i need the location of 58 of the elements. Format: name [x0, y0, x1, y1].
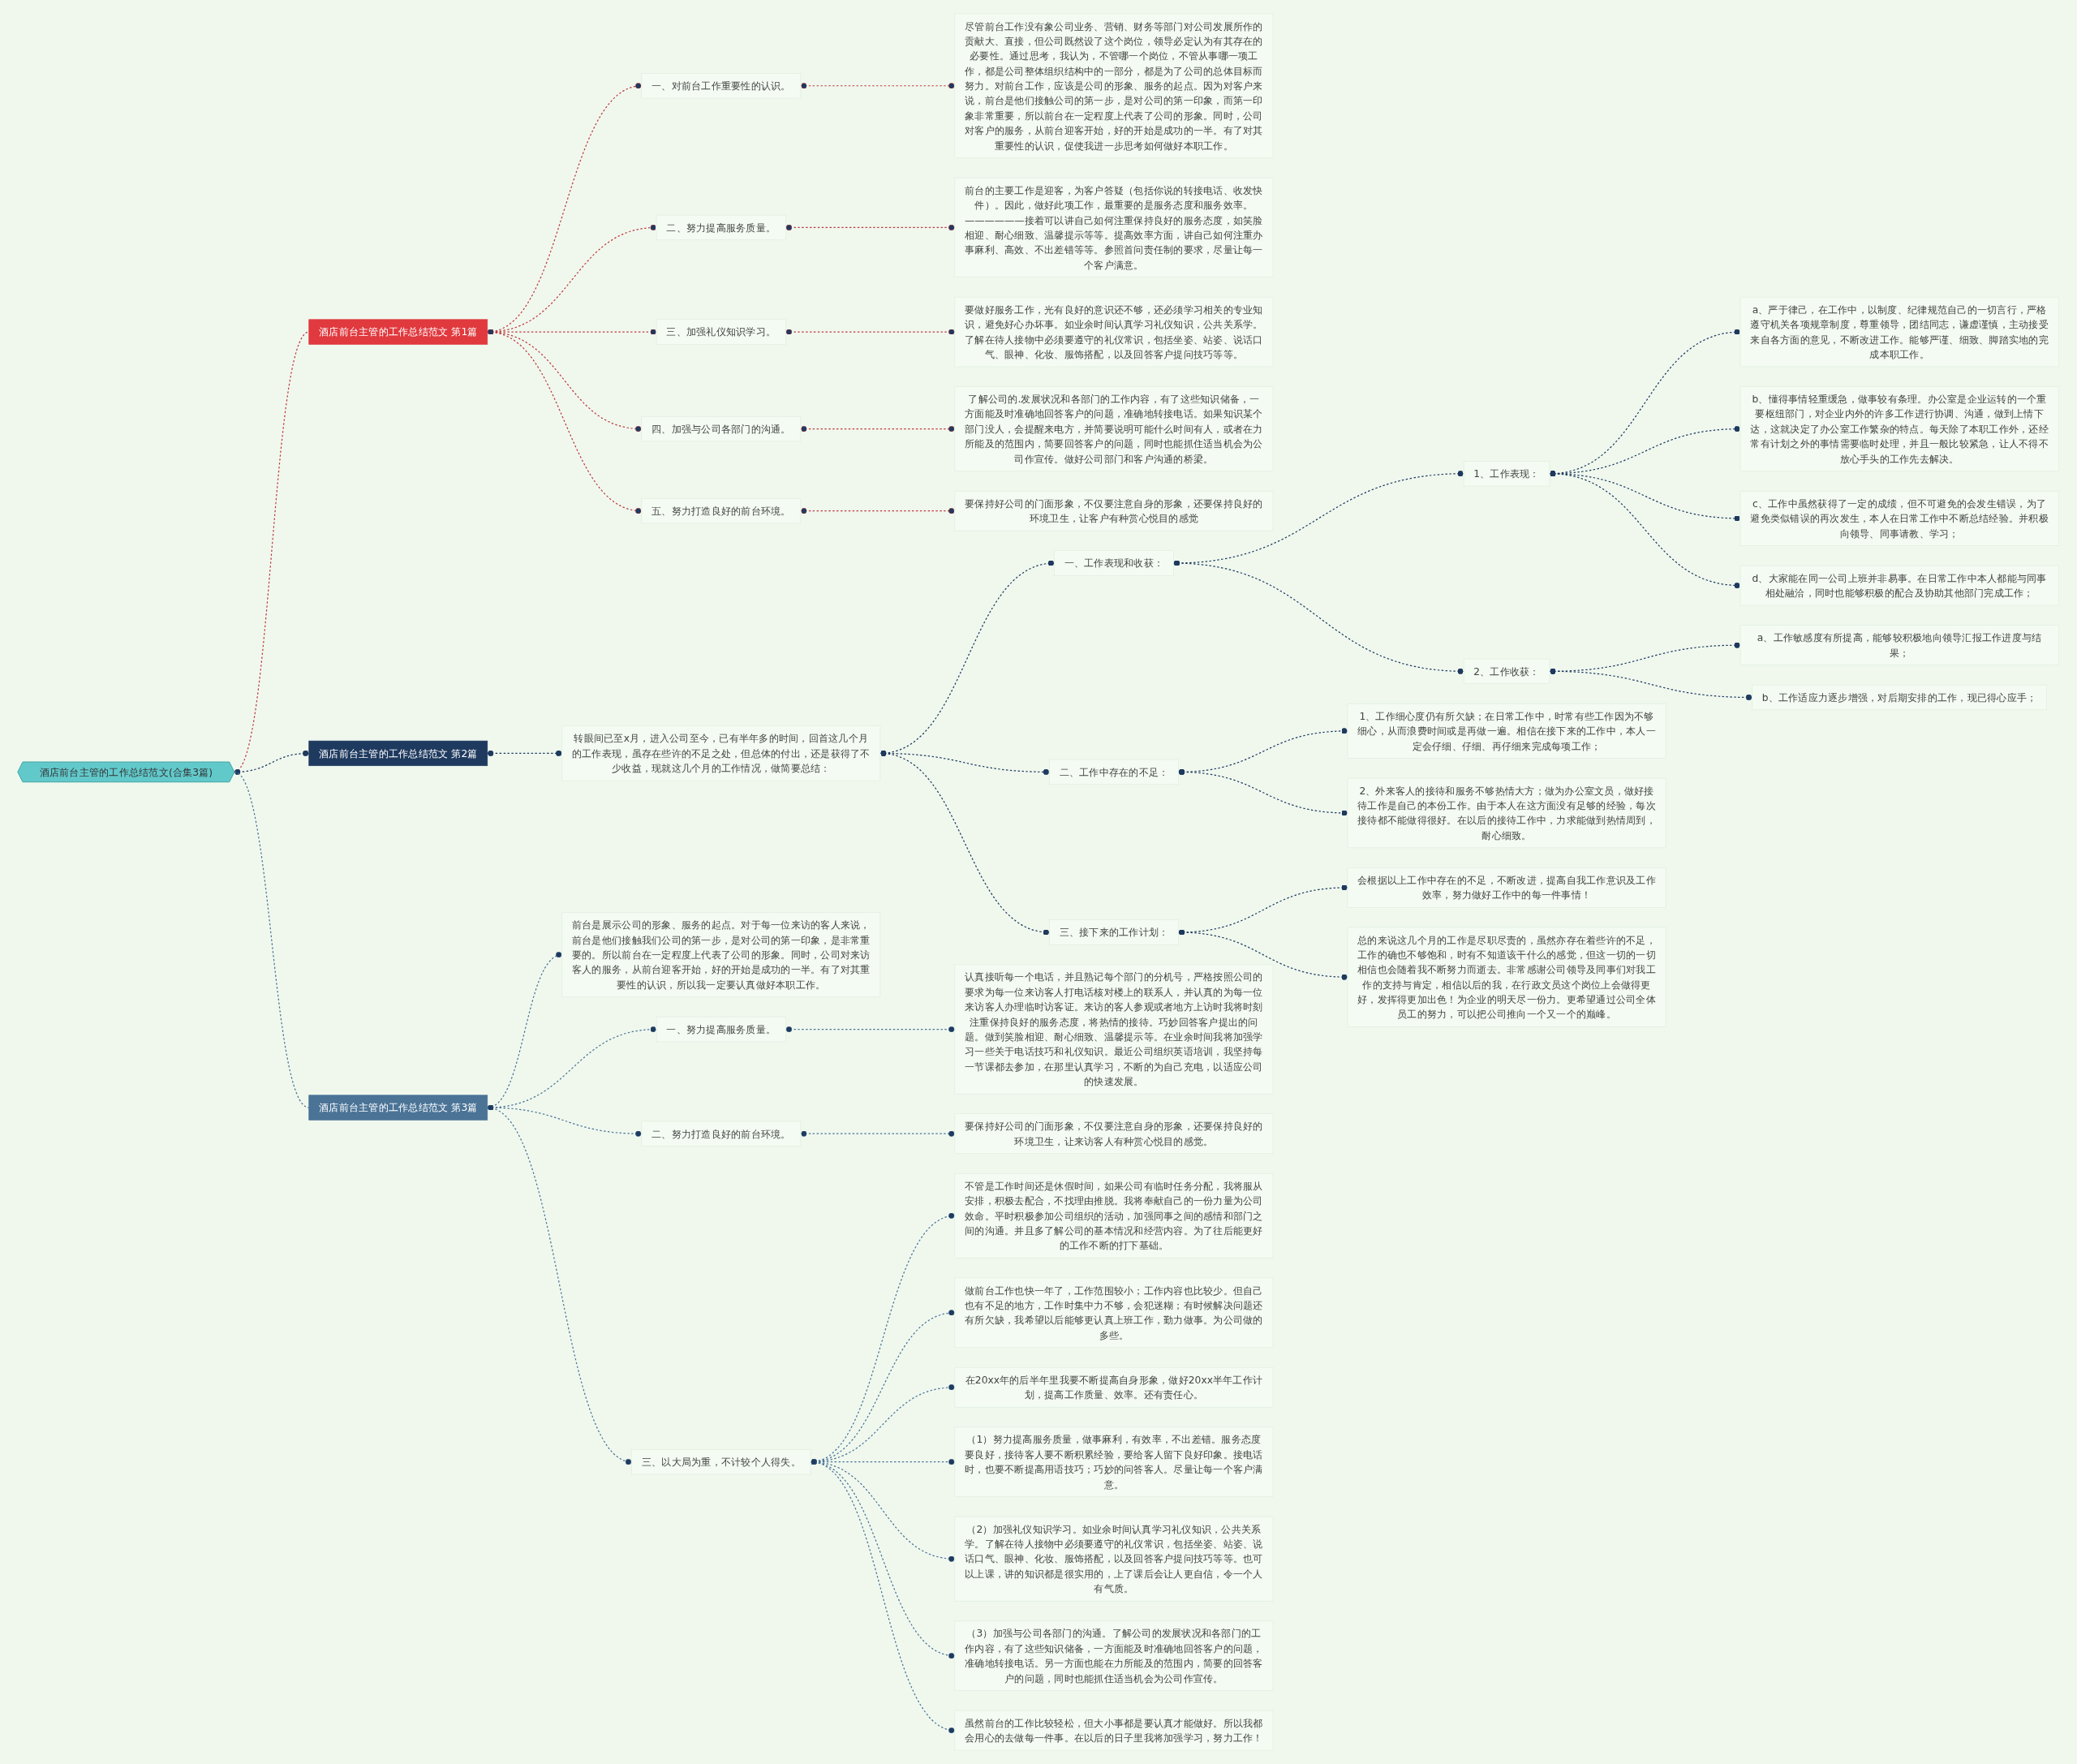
connector — [1178, 768, 1348, 816]
node-box — [954, 296, 1274, 368]
connector — [785, 224, 956, 231]
node-box — [641, 1121, 802, 1147]
connector — [810, 1460, 956, 1733]
node-box — [641, 415, 802, 442]
connector — [800, 425, 956, 432]
node-box — [641, 73, 802, 99]
node-box — [1740, 490, 2059, 546]
node-box — [1740, 625, 2059, 665]
connector — [785, 329, 956, 335]
node-box — [954, 1172, 1274, 1258]
node-box — [1740, 386, 2059, 471]
node-box — [954, 1516, 1274, 1602]
node-box — [1049, 919, 1180, 945]
node-box — [1348, 927, 1666, 1027]
node-box — [1049, 759, 1180, 785]
node-box — [1464, 461, 1550, 487]
node-box — [954, 13, 1274, 158]
node-box — [641, 498, 802, 524]
node-box — [656, 319, 787, 345]
node-box — [954, 1113, 1274, 1155]
node-box — [308, 1095, 488, 1121]
node-box — [1054, 550, 1175, 576]
connector — [234, 331, 310, 773]
mind-map-drawing: 酒店前台主管的工作总结范文(合集3篇) 酒店前台主管的工作总结范文 第1篇 一、对前台工作重要性的认识。 尽管前台工作没有象公司业务、营销、财务等部门对公司发展所作的贡献大、直接，但公司既然设了这个岗位，领导必定认为有其存在的必要性。通过思考，我认为，不管哪一个岗位，不管从事哪一项工作，都是公司整体组织结构中的一部分，都是为了公司的总体目标而努力。对前台工作，应该是公司的形象、服务的起点。因为对客户来说，前台是他们接触公司的第一步，是对公司的第一印象，而第一印象非常重要，所以前台在一定程度上代表了公司的形象。同时，公司对客户的服务，从前台迎客开始，好的开始是成功的一半。有了对其重要性的认识，促使我进一步思考如何做好本职工作。 二、努力提高服务质量。 前台的主要工作是迎客，为客户答疑（包括你说的转接电话、收发快件）。因此，做好此项工作，最重要的是服务态度和服务效率。——————接着可以讲自己如何注重保持良好的服务态度，如笑脸相迎、耐心细致、温馨提示等等。提高效率方面，讲自己如何注重办事麻利、高效、不出差错等等。参照首问责任制的要求，尽量让每一个客户满意。 三、加强礼仪知识学习。 要做好服务工作，光有良好的意识还不够，还必须学习相关的专业知识，避免好心办坏事。如业余时间认真学习礼仪知识，公共关系学。了解在待人接物中必须要遵守的礼仪常识，包括坐姿、站姿、说话口气、眼神、化妆、服饰搭配，以及回答客户提问技巧等等。 四、加强与公司各部门的沟通。 了解公司的.发展状况和各部门的工作内容，有了这些知识储备，一方面能及时准确地回答客户的问题，准确地转接电话。如果知识某个部门没人，会提醒来电方，并简要说明可能什么时间有人，或者在力所能及的范围内，简要回答客户的问题，同时也能抓住适当机会为公司作宣传。做好公司部门和客户沟通的桥梁。 五、努力打造良好的前台环境。 要保持好公司的门面形象，不仅要注意自身的形象，还要保持良好的环境卫生，让客户有种赏心悦目的感觉 酒店前台主管的工作总结范文 第2篇 转眼间已至x月，进入公司至今，已有半年多的时间，回首这几个月的工作表现，虽存在些许的不足之处，但总体的付出，还是获得了不少收益，现就这几个月的工作情况，做简要总结： 一、工作表现和收获： 1、工作表现： a、严于律己，在工作中，以制度、纪律规范自己的一切言行，严格遵守机关各项规章制度，尊重领导，团结同志，谦虚谨慎，主动接受来自各方面的意见，不断改进工作。能够严谨、细致、脚踏实地的完成本职工作。 b、懂得事情轻重缓急，做事较有条理。办公室是企业运转的一个重要枢纽部门，对企业内外的许多工作进行协调、沟通，做到上情下达，这就决定了办公室工作繁杂的特点。每天除了本职工作外，还经常有计划之外的事情需要临时处理，并且一般比较紧急，让人不得不放心手头的工作先去解决。 c、工作中虽然获得了一定的成绩，但不可避免的会发生错误，为了避免类似错误的再次发生，本人在日常工作中不断总结经验。并积极向领导、同事请教、学习； d、大家能在同一公司上班并非易事。在日常工作中本人都能与同事相处融洽，同时也能够积极的配合及协助其他部门完成工作； 2、工作收获： a、工作敏感度有所提高，能够较积极地向领导汇报工作进度与结果； b、工作适应力逐步增强，对后期安排的工作，现已得心应手； 二、工作中存在的不足： 1、工作细心度仍有所欠缺；在日常工作中，时常有些工作因为不够细心，从而浪费时间或是再做一遍。相信在接下来的工作中，本人一定会仔细、仔细、再仔细来完成每项工作； 2、外来客人的接待和服务不够热情大方；做为办公室文员，做好接待工作是自己的本份工作。由于本人在这方面没有足够的经验，每次接待都不能做得很好。在以后的接待工作中，力求能做到热情周到，耐心细致。 三、接下来的工作计划： 会根据以上工作中存在的不足，不断改进，提高自我工作意识及工作效率，努力做好工作中的每一件事情！ 总的来说这几个月的工作是尽职尽责的，虽然亦存在着些许的不足，工作的确也不够饱和，时有不知道该干什么的感觉，但这一切的一切相信也会随着我不断努力而逝去。非常感谢公司领导及同事们对我工作的支持与肯定，相信以后的我，在行政文员这个岗位上会做得更好，发挥得更加出色！为企业的明天尽一份力。更希望通过公司全体员工的努力，可以把公司推向一个又一个的巅峰。 酒店前台主管的工作总结范文 第3篇 前台是展示公司的形象、服务的起点。对于每一位来访的客人来说，前台是他们接触我们公司的第一步，是对公司的第一印象，是非常重要的。所以前台在一定程度上代表了公司的形象。同时，公司对来访客人的服务，从前台迎客开始，好的开始是成功的一半。有了对其重要性的认识，所以我一定要认真做好本职工作。 一、努力提高服务质量。 认真接听每一个电话，并且熟记每个部门的分机号，严格按照公司的要求为每一位来访客人打电话核对楼上的联系人，并认真的为每一位来访客人办理临时访客证。来访的客人参观或者地方上访时我将时刻注重保持良好的服务态度，将热情的接待。巧妙回答客户提出的问题。做到笑脸相迎、耐心细致、温馨提示等。在业余时间我将加强学习一些关于电话技巧和礼仪知识。最近公司组织英语培训，我坚持每一节课都去参加，在那里认真学习，不断的为自己充电，以适应公司的快速发展。 二、努力打造良好的前台环境。 要保持好公司的门面形象，不仅要注意自身的形象，还要保持良好的环境卫生，让来访客人有种赏心悦目的感觉。 三、以大局为重，不计较个人得失。 不管是工作时间还是休假时间，如果公司有临时任务分配，我将服从安排，积极去配合，不找理由推脱。我将奉献自己的一份力量为公司效命。平时积极参加公司组织的活动，加强同事之间的感情和部门之间的沟通。并且多了解公司的基本情况和经营内容。为了往后能更好的工作不断的打下基础。 做前台工作也快一年了，工作范围较小；工作内容也比较少。但自己也有不足的地方，工作时集中力不够，会犯迷糊；有时候解决问题还有所欠缺，我希望以后能够更认真上班工作，勤力做事。为公司做的多些。 在20xx年的后半年里我要不断提高自身形象，做好20xx半年工作计划，提高工作质量、效率。还有责任心。 （1）努力提高服务质量，做事麻利，有效率，不出差错。服务态度要良好，接待客人要不断积累经验，要给客人留下良好印象。接电话时，也要不断提高用语技巧；巧妙的问答客人。尽量让每一个客户满意。 （2）加强礼仪知识学习。如业余时间认真学习礼仪知识，公共关系学。了解在待人接物中必须要遵守的礼仪常识，包括坐姿、站姿、说话口气、眼神、化妆、服饰搭配，以及回答客户提问技巧等等。也可以上课，讲的知识都是很实用的，上了课后会让人更自信，令一个人有气质。 （3）加强与公司各部门的沟通。了解公司的发展状况和各部门的工作内容，有了这些知识储备，一方面能及时准确地回答客户的问题，准确地转接电话。另一方面也能在力所能及的范围内，简要的回答客户的问题，同时也能抓住适当机会为公司作宣传。 虽然前台的工作比较轻松，但大小事都是要认真才能做好。所以我都会用心的去做每一件事。在以后的日子里我将加强学习，努力工作！ — [14, 10, 2063, 1754]
connector — [800, 508, 956, 514]
connector — [785, 1026, 956, 1033]
connector — [1173, 560, 1465, 674]
node-box — [656, 214, 787, 241]
node-box — [954, 386, 1274, 471]
node-box — [561, 912, 881, 997]
node-box — [954, 1277, 1274, 1349]
node-box — [308, 740, 488, 767]
connector — [879, 751, 1051, 935]
connector — [800, 1130, 956, 1137]
node-box — [1348, 703, 1666, 759]
node-box — [954, 1710, 1274, 1751]
node-box — [954, 1426, 1274, 1497]
node-box — [1740, 565, 2059, 606]
node-box — [954, 177, 1274, 278]
node-box — [1348, 777, 1666, 849]
node-box — [954, 964, 1274, 1095]
node-box — [954, 1620, 1274, 1691]
connector — [487, 750, 563, 757]
connector — [1549, 668, 1753, 701]
node-box — [631, 1449, 811, 1475]
node-box — [1348, 867, 1666, 908]
node-box — [656, 1016, 787, 1043]
node-box — [954, 490, 1274, 531]
connector — [234, 750, 310, 775]
node-box — [1752, 684, 2048, 711]
connector — [800, 83, 956, 89]
node-box — [954, 1366, 1274, 1408]
node-box — [308, 319, 488, 345]
node-box — [1464, 658, 1550, 684]
node-box — [1740, 296, 2059, 368]
node-box — [561, 725, 881, 781]
